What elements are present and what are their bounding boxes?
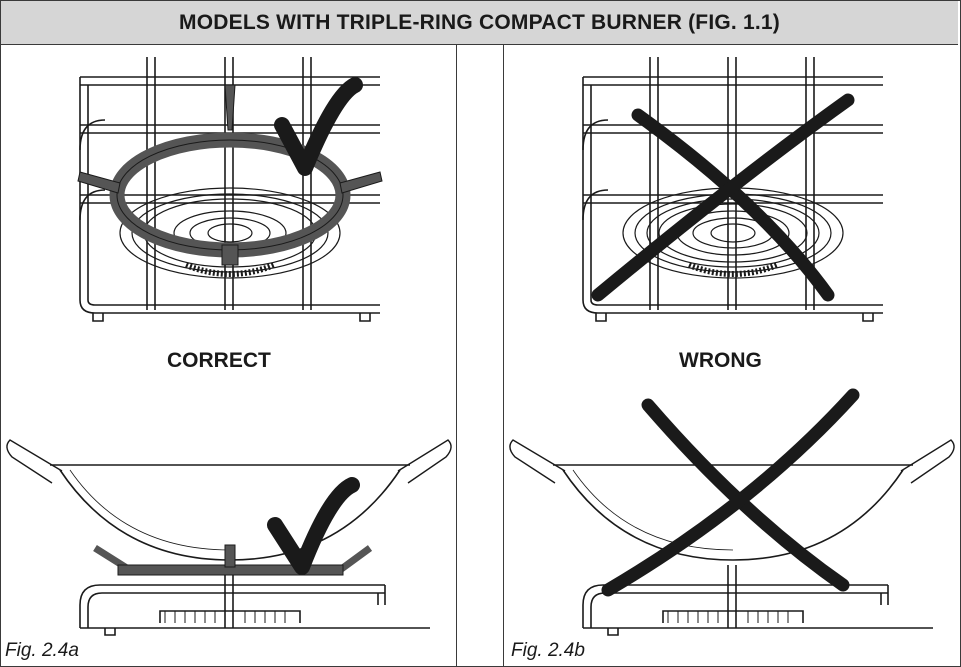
correct-illustration — [6, 57, 452, 636]
panel-wrong: WRONG Fig. 2.4b — [503, 45, 960, 666]
wok-side-view — [6, 439, 452, 561]
hob-side-view — [582, 565, 933, 636]
wok-ring-top-view — [77, 84, 383, 266]
cross-mark-icon — [601, 388, 860, 597]
pan-support-grid-top-view — [79, 57, 380, 322]
diagram-title: MODELS WITH TRIPLE-RING COMPACT BURNER (… — [179, 10, 780, 34]
panel-divider-left — [456, 45, 457, 666]
status-label-wrong: WRONG — [679, 349, 762, 372]
panel-divider-right — [503, 45, 504, 666]
hob-side-view — [79, 575, 430, 636]
wok-side-view — [509, 439, 955, 561]
check-mark-icon — [274, 77, 363, 176]
diagram-header: MODELS WITH TRIPLE-RING COMPACT BURNER (… — [1, 1, 958, 45]
check-mark-icon — [267, 477, 360, 575]
figure-caption-right: Fig. 2.4b — [511, 640, 585, 661]
status-label-correct: CORRECT — [167, 349, 271, 372]
figure-caption-left: Fig. 2.4a — [5, 640, 79, 661]
wrong-illustration — [509, 57, 955, 636]
wok-ring-side-view — [93, 544, 373, 576]
panel-correct: CORRECT Fig. 2.4a — [0, 45, 456, 666]
cross-mark-icon — [591, 93, 855, 302]
